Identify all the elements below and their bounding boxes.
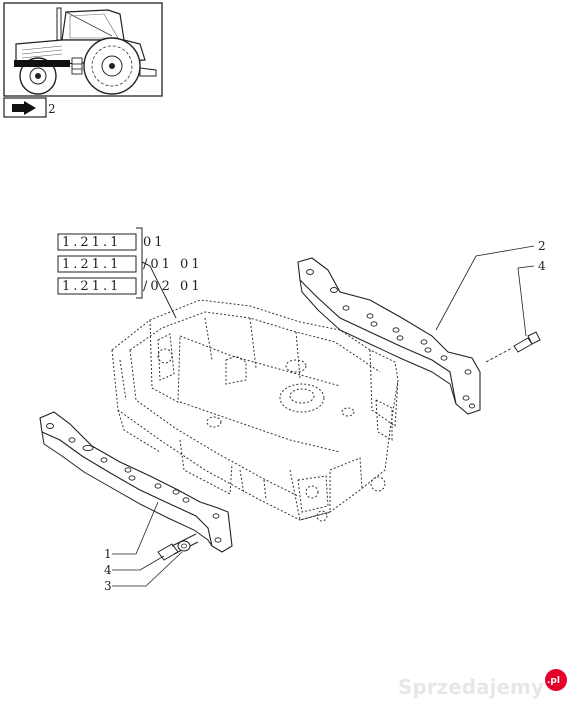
left-support-plate <box>39 411 233 553</box>
arrow-right-icon <box>12 101 36 115</box>
reference-list: 1.21.1 01 1.21.1 /01 01 1.21.1 /02 01 <box>57 227 203 319</box>
callout-4-left: 4 <box>104 563 112 577</box>
right-support-plate <box>297 257 481 415</box>
callout-4-right: 4 <box>538 259 546 273</box>
reference-suffix-2: /01 01 <box>143 257 203 272</box>
watermark-badge-text: .pl <box>547 676 560 686</box>
callout-3: 3 <box>104 579 112 593</box>
reference-code-3: 1.21.1 <box>62 279 121 294</box>
tractor-thumbnail <box>3 2 163 97</box>
thumbnail-index-tag: 2 <box>3 97 56 118</box>
reference-suffix-3: /02 01 <box>143 279 203 294</box>
watermark-text: Sprzedajemy <box>398 675 544 699</box>
callouts: 1 4 3 2 4 <box>104 239 546 593</box>
reference-code-2: 1.21.1 <box>62 257 121 272</box>
reference-code-1: 1.21.1 <box>62 235 121 250</box>
watermark-badge <box>545 669 567 691</box>
callout-1: 1 <box>104 547 112 561</box>
thumbnail-index-number: 2 <box>48 102 56 116</box>
watermark: Sprzedajemy .pl <box>398 669 567 699</box>
reference-suffix-1: 01 <box>143 235 166 250</box>
callout-2: 2 <box>538 239 546 253</box>
right-bolt <box>485 331 541 363</box>
chassis-housing <box>111 299 399 522</box>
